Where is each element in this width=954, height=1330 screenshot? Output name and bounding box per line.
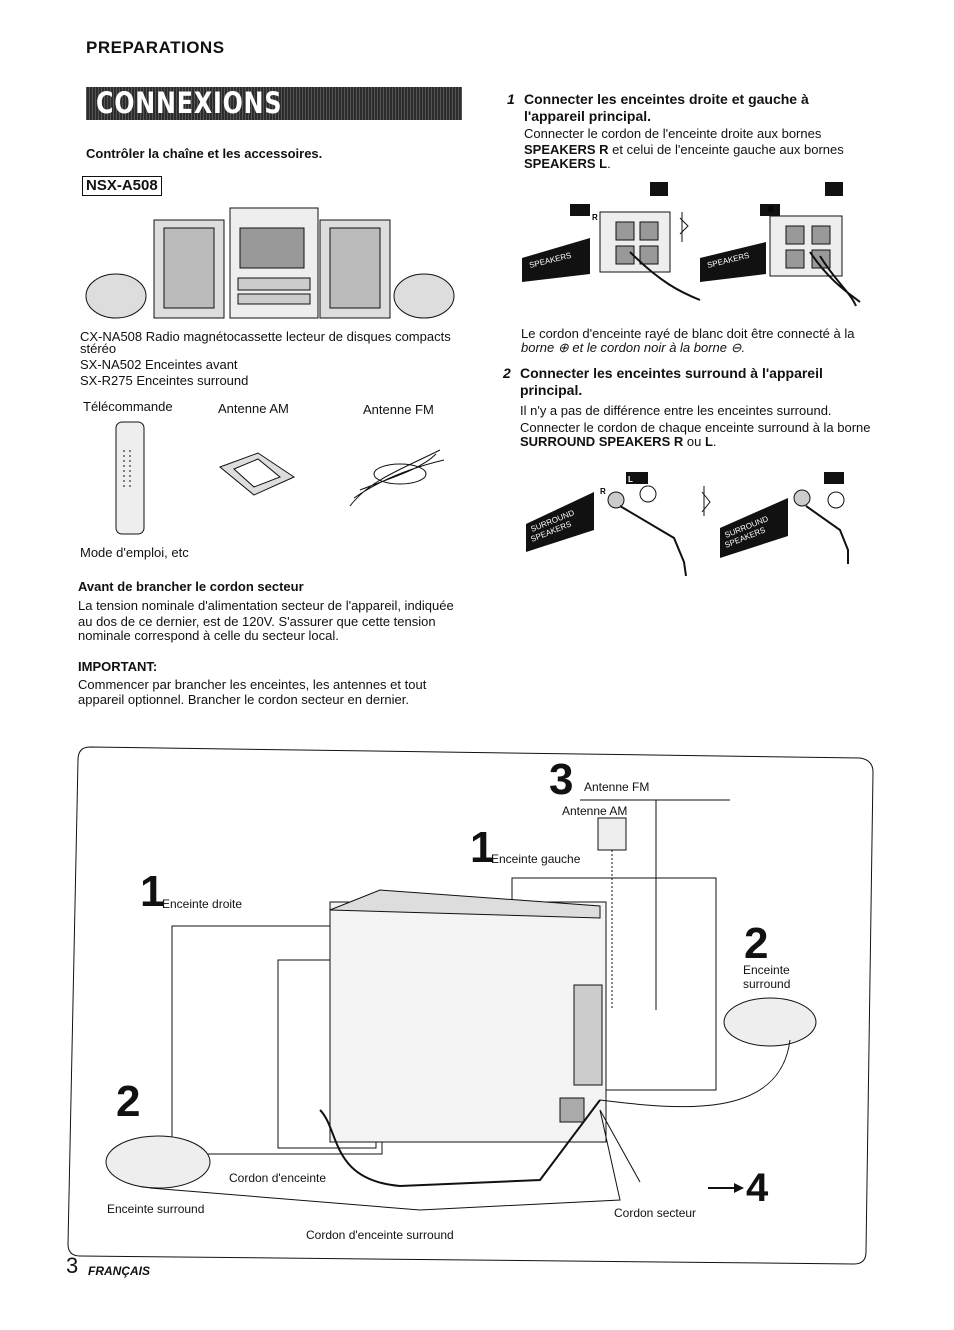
speaker-terminal-illustration: SPEAKERS R SPEAKERS R xyxy=(522,182,861,307)
am-antenna-illustration xyxy=(219,452,296,496)
accessory-am-label: Antenne AM xyxy=(218,401,289,416)
step1-title-2: l'appareil principal. xyxy=(524,108,652,124)
surround-right-label-1: Enceinte xyxy=(743,963,790,977)
step1-title-1: Connecter les enceintes droite et gauche… xyxy=(524,91,809,107)
surround-right-label-2: surround xyxy=(743,977,791,991)
remote-control-illustration xyxy=(115,421,145,535)
diagram-step-1a: 1 xyxy=(470,823,495,872)
page-banner: CONNEXIONS xyxy=(86,87,462,120)
subtitle: Contrôler la chaîne et les accessoires. xyxy=(86,146,323,161)
surround-left-label: Enceinte surround xyxy=(107,1202,205,1216)
accessory-remote-label: Télécommande xyxy=(83,399,173,414)
surround-terminal-illustration: R L SURROUND SPEAKERS SURROUND SPEAKERS xyxy=(526,472,849,577)
step2-or: ou xyxy=(683,434,705,449)
surround-r-label-a: R xyxy=(600,487,606,496)
step2-title-1: Connecter les enceintes surround à l'app… xyxy=(520,365,823,381)
item-3: SX-R275 Enceintes surround xyxy=(80,373,249,388)
diagram-step-4: 4 xyxy=(746,1166,769,1210)
fm-antenna-illustration xyxy=(349,449,445,507)
step1-line-2-rest: et celui de l'enceinte gauche aux bornes xyxy=(608,142,844,157)
section-title: PREPARATIONS xyxy=(86,38,225,57)
step1-line-2: SPEAKERS R et celui de l'enceinte gauche… xyxy=(524,142,844,158)
manual-label: Mode d'emploi, etc xyxy=(80,545,189,560)
surround-l-label-a: L xyxy=(628,475,633,484)
step2-line-3: SURROUND SPEAKERS R ou L. xyxy=(520,434,717,450)
before-line-2: au dos de ce dernier, est de 120V. S'ass… xyxy=(78,614,436,629)
step1-line-3-rest: . xyxy=(607,156,611,171)
step2-title-2: principal. xyxy=(520,382,583,398)
stereo-system-illustration xyxy=(85,207,455,319)
footer-language: FRANÇAIS xyxy=(88,1264,150,1278)
important-line-2: appareil optionnel. Brancher le cordon s… xyxy=(78,692,409,707)
model-box: NSX-A508 xyxy=(82,176,162,196)
important-line-1: Commencer par brancher les enceintes, le… xyxy=(78,677,427,692)
step2-period: . xyxy=(712,434,717,449)
before-line-3: nominale correspond à celle du secteur l… xyxy=(78,628,339,643)
diagram-step-1b: 1 xyxy=(140,867,165,916)
right-speaker-label: Enceinte droite xyxy=(162,897,243,911)
step2-line-2: Connecter le cordon de chaque enceinte s… xyxy=(520,420,871,435)
left-speaker-label: Enceinte gauche xyxy=(491,852,581,866)
item-1: stéréo xyxy=(80,341,117,356)
diagram-step-2a: 2 xyxy=(744,919,769,968)
step1-line-3: SPEAKERS L. xyxy=(524,156,611,172)
step2-line-1: Il n'y a pas de différence entre les enc… xyxy=(520,403,832,418)
banner-title: CONNEXIONS xyxy=(96,86,283,120)
step1-note-1: Le cordon d'enceinte rayé de blanc doit … xyxy=(521,326,855,341)
step1-terminal-l: SPEAKERS L xyxy=(524,156,608,171)
am-antenna-label: Antenne AM xyxy=(562,804,628,818)
step1-number: 1 xyxy=(507,91,515,107)
before-title: Avant de brancher le cordon secteur xyxy=(78,579,304,594)
page-number: 3 xyxy=(66,1253,79,1278)
diagram-step-2b: 2 xyxy=(116,1077,141,1126)
power-cord-label: Cordon secteur xyxy=(614,1206,697,1220)
diagram-step-3: 3 xyxy=(549,755,574,804)
step1-note-2: borne ⊕ et le cordon noir à la borne ⊖. xyxy=(521,340,746,355)
surround-cord-label: Cordon d'enceinte surround xyxy=(306,1228,454,1242)
terminal-r-label-b: R xyxy=(768,205,774,214)
item-2: SX-NA502 Enceintes avant xyxy=(80,357,238,372)
fm-antenna-label: Antenne FM xyxy=(584,780,650,794)
step2-number: 2 xyxy=(503,365,511,381)
speaker-cord-label: Cordon d'enceinte xyxy=(229,1171,327,1185)
step2-terminal: SURROUND SPEAKERS R xyxy=(520,434,684,449)
important-title: IMPORTANT: xyxy=(78,659,158,674)
step1-terminal-r: SPEAKERS R xyxy=(524,142,609,157)
item-0: CX-NA508 Radio magnétocassette lecteur d… xyxy=(80,329,451,344)
step2-terminal-l: L xyxy=(704,434,713,449)
before-line-1: La tension nominale d'alimentation secte… xyxy=(78,598,454,613)
step1-line-1: Connecter le cordon de l'enceinte droite… xyxy=(524,126,822,141)
accessory-fm-label: Antenne FM xyxy=(363,402,434,417)
terminal-r-label-a: R xyxy=(592,213,598,222)
